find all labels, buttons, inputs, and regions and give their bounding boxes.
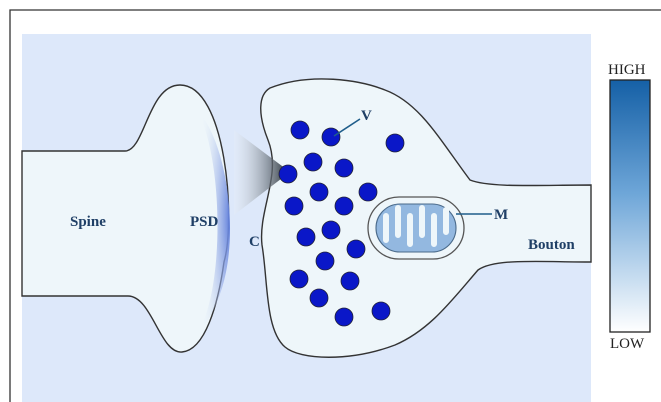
label-mitochondrion: M [494, 207, 508, 223]
vesicle [335, 197, 353, 215]
vesicle [335, 159, 353, 177]
vesicle [347, 240, 365, 258]
vesicle [297, 228, 315, 246]
vesicle [322, 221, 340, 239]
vesicle [316, 252, 334, 270]
label-vesicle: V [361, 108, 372, 124]
vesicle [359, 183, 377, 201]
label-psd: PSD [190, 214, 219, 230]
scale-high-label: HIGH [608, 62, 646, 78]
label-spine: Spine [70, 214, 106, 230]
vesicle [335, 308, 353, 326]
vesicle [291, 121, 309, 139]
label-bouton: Bouton [528, 237, 575, 253]
vesicle [310, 289, 328, 307]
vesicle [386, 134, 404, 152]
vesicle [322, 128, 340, 146]
concentration-scale: HIGH LOW [608, 62, 650, 352]
mitochondrion [368, 197, 464, 259]
vesicle [310, 183, 328, 201]
vesicle [290, 270, 308, 288]
vesicle [279, 165, 297, 183]
vesicle [285, 197, 303, 215]
vesicle [372, 302, 390, 320]
label-cleft: C [249, 234, 260, 250]
vesicle [341, 272, 359, 290]
scale-bar [610, 80, 650, 332]
vesicle [304, 153, 322, 171]
scale-low-label: LOW [610, 336, 645, 352]
